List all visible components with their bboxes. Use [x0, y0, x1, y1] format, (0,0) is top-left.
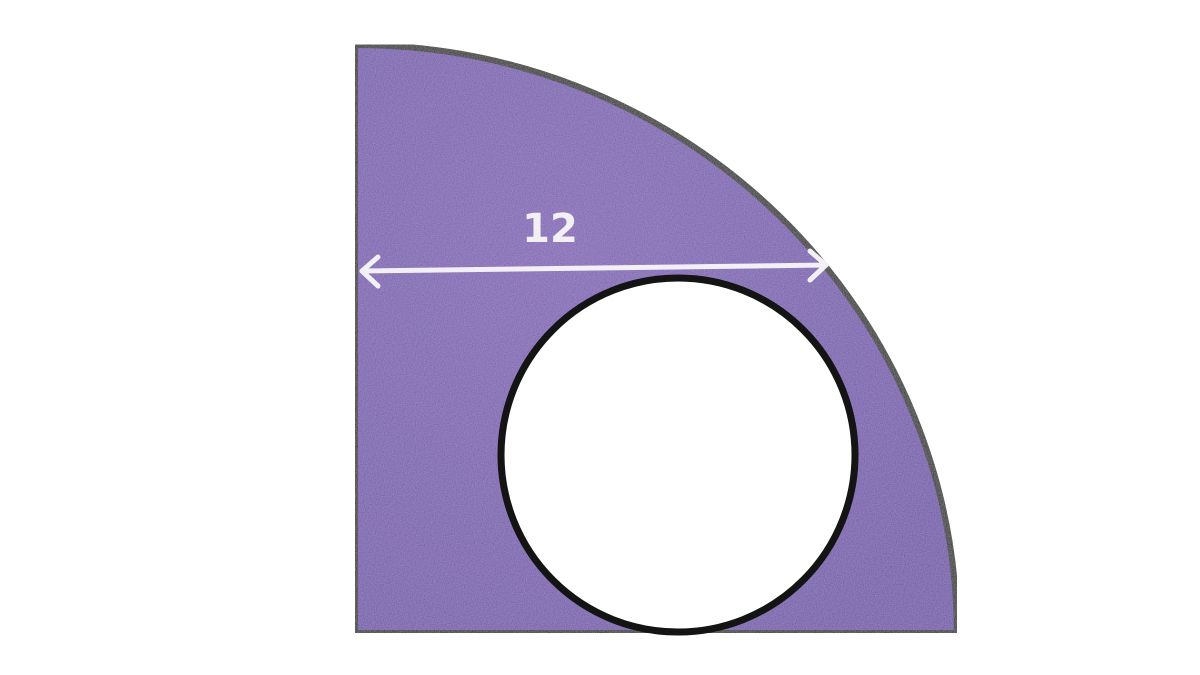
unshaded-inner-circle — [497, 274, 859, 636]
dimension-label: 12 — [522, 206, 578, 252]
arrow-head-left — [359, 254, 381, 289]
arrow-head-right — [807, 248, 829, 283]
dimension-arrow — [359, 248, 829, 289]
